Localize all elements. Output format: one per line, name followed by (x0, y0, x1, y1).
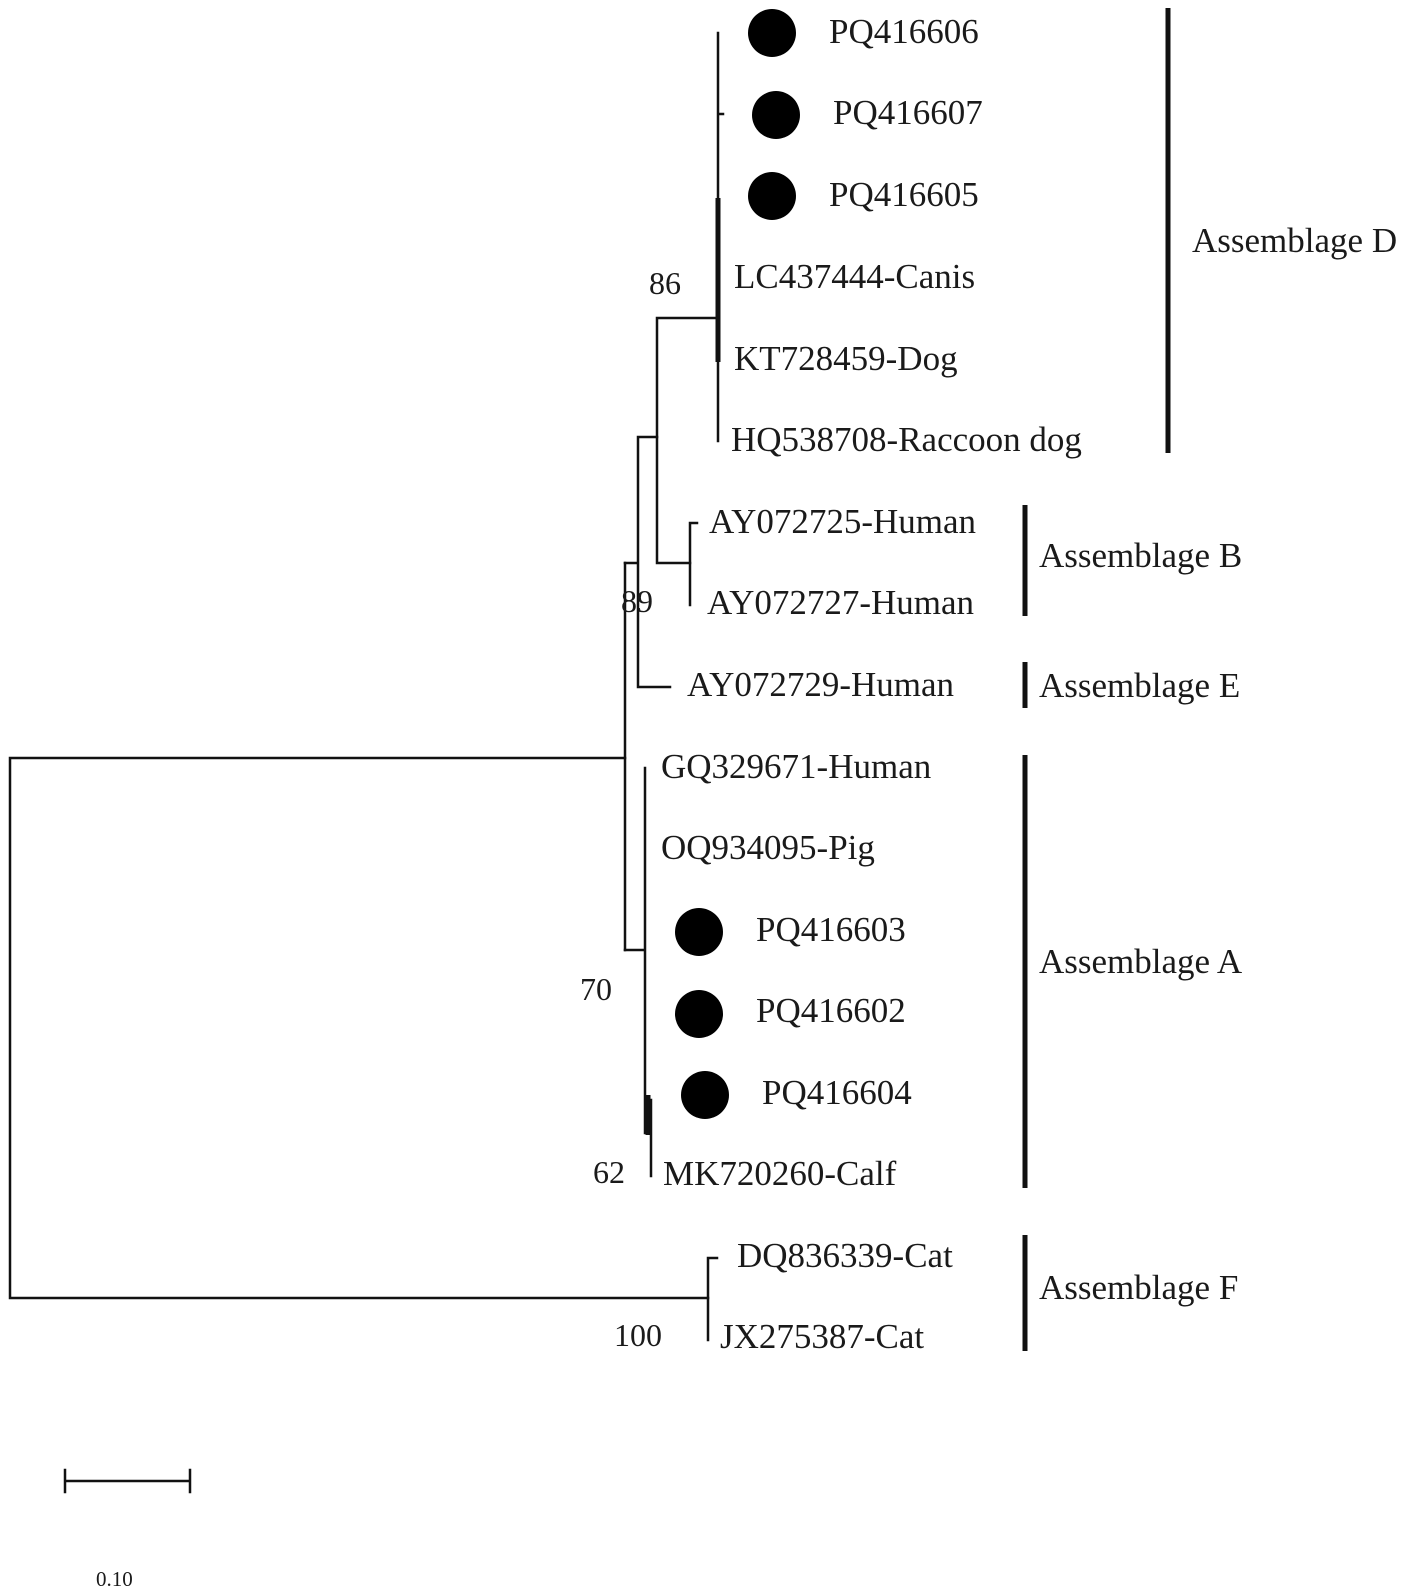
bootstrap-value: 89 (621, 583, 653, 619)
scale-bar-line (63, 1468, 192, 1494)
scale-bar-label: 0.10 (96, 1567, 133, 1590)
clade-brackets (1022, 8, 1171, 1351)
marker-pq416605 (748, 172, 796, 220)
taxon-label: AY072729-Human (687, 665, 954, 704)
taxon-label: PQ416602 (756, 991, 906, 1030)
taxon-label: GQ329671-Human (661, 747, 931, 786)
marker-pq416606 (748, 9, 796, 57)
scale-bar: 0.10 (63, 1468, 192, 1590)
marker-pq416603 (675, 908, 723, 956)
node-db (655, 316, 720, 565)
bootstrap-value: 62 (593, 1154, 625, 1190)
clade-label-a: Assemblage A (1039, 942, 1243, 981)
bootstrap-value: 100 (614, 1317, 662, 1353)
taxon-label: MK720260-Calf (663, 1154, 897, 1193)
marker-pq416604 (681, 1071, 729, 1119)
clade-label-b: Assemblage B (1039, 536, 1242, 575)
taxon-label: DQ836339-Cat (737, 1236, 953, 1275)
clade-label-e: Assemblage E (1039, 666, 1240, 705)
taxon-label: HQ538708-Raccoon dog (731, 420, 1082, 459)
clade-label-f: Assemblage F (1039, 1268, 1238, 1307)
clade-labels: Assemblage D Assemblage B Assemblage E A… (1039, 221, 1397, 1307)
sample-markers (675, 9, 800, 1119)
taxon-label: OQ934095-Pig (661, 828, 875, 867)
marker-pq416602 (675, 990, 723, 1038)
taxon-labels: PQ416606 PQ416607 PQ416605 LC437444-Cani… (661, 12, 1082, 1356)
taxon-label: PQ416607 (833, 93, 983, 132)
taxon-label: PQ416606 (829, 12, 979, 51)
clade-label-d: Assemblage D (1192, 221, 1397, 260)
taxon-label: AY072727-Human (707, 583, 974, 622)
tree-branches (8, 31, 725, 1342)
bootstrap-value: 86 (649, 265, 681, 301)
taxon-label: AY072725-Human (709, 502, 976, 541)
taxon-label: PQ416605 (829, 175, 979, 214)
marker-pq416607 (752, 91, 800, 139)
taxon-label: KT728459-Dog (734, 339, 958, 378)
taxon-label: LC437444-Canis (734, 257, 975, 296)
bootstrap-value: 70 (580, 971, 612, 1007)
node-f (706, 1256, 719, 1342)
root-branch (8, 756, 710, 1300)
bootstrap-values: 86 89 70 62 100 (580, 265, 681, 1353)
taxon-label: PQ416603 (756, 910, 906, 949)
node-b (688, 521, 699, 607)
node-dbe (623, 435, 672, 689)
node-a (623, 766, 651, 1135)
taxon-label: JX275387-Cat (720, 1317, 924, 1356)
taxon-label: PQ416604 (762, 1073, 912, 1112)
